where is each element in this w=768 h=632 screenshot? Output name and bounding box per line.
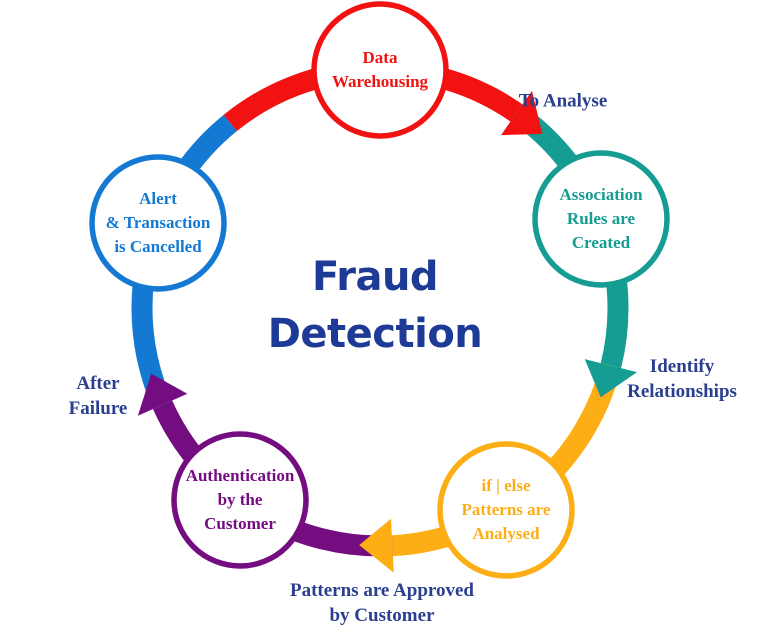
node-circle-association-rules — [532, 150, 670, 288]
node-label-association-rules: Association Rules are Created — [559, 185, 643, 252]
node-label-authentication: Authentication by the Customer — [185, 466, 295, 533]
edge-label-after-failure: After Failure — [68, 373, 128, 419]
arrowhead-to-association-icon — [501, 90, 543, 136]
edge-label-identify-relationships: Identify Relationships — [627, 356, 737, 402]
edge-label-patterns-approved: Patterns are Approved by Customer — [289, 580, 474, 626]
node-circle-data-warehousing — [311, 1, 449, 139]
arrowhead-to-alert-icon — [137, 373, 188, 416]
diagram-title: Fraud Detection — [267, 254, 483, 357]
arrowhead-to-patterns-icon — [584, 359, 638, 398]
node-label-patterns-analysed: if | else Patterns are Analysed — [461, 476, 551, 543]
arrowhead-to-authentication-icon — [359, 518, 394, 573]
edge-label-to-analyse: To Analyse — [518, 90, 608, 112]
node-circle-patterns-analysed — [437, 441, 575, 579]
node-label-alert-cancelled: Alert & Transaction is Cancelled — [105, 189, 211, 256]
node-label-data-warehousing: Data Warehousing — [331, 48, 429, 91]
node-circle-authentication — [171, 431, 309, 569]
node-circle-alert-cancelled — [89, 154, 227, 292]
